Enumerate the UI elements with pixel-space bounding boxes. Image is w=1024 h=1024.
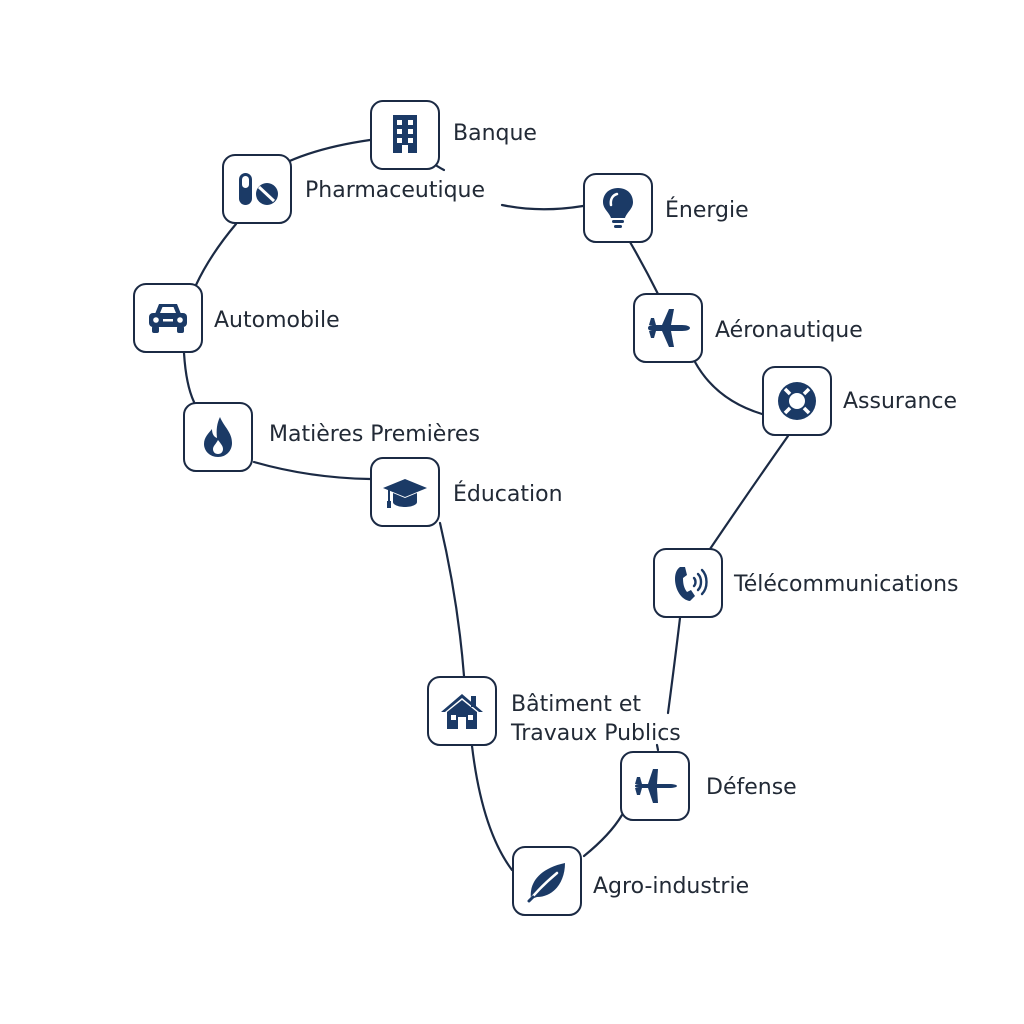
link-education-batiment <box>438 521 466 678</box>
node-assurance[interactable] <box>762 366 832 436</box>
link-batiment-agro <box>470 744 514 872</box>
label-batiment-line-2: Travaux Publics <box>511 721 681 746</box>
link-assurance-aeronautique <box>693 360 764 416</box>
node-energie[interactable] <box>583 173 653 243</box>
node-defense[interactable] <box>620 751 690 821</box>
node-education[interactable] <box>370 457 440 527</box>
phone-icon <box>675 567 708 601</box>
airplane-icon <box>648 309 690 347</box>
link-agro-defense <box>582 813 624 858</box>
lightbulb-icon <box>603 188 633 228</box>
node-agro-industrie[interactable] <box>512 846 582 916</box>
building-icon <box>393 115 417 153</box>
leaf-icon <box>527 863 565 903</box>
label-education: Éducation <box>453 482 563 507</box>
link-aeronautique-energie <box>628 240 660 296</box>
house-icon <box>441 694 483 729</box>
label-batiment-line-1: Bâtiment et <box>511 692 642 717</box>
label-assurance: Assurance <box>843 389 958 414</box>
label-pharmaceutique: Pharmaceutique <box>305 178 486 203</box>
flame-icon <box>204 417 232 457</box>
link-telecom-assurance <box>708 434 790 551</box>
node-aeronautique[interactable] <box>633 293 703 363</box>
car-icon <box>149 304 187 333</box>
label-automobile: Automobile <box>214 308 340 333</box>
link-pharmaceutique-automobile <box>194 222 238 287</box>
node-automobile[interactable] <box>133 283 203 353</box>
label-batiment: Bâtiment et Travaux Publics <box>511 690 681 748</box>
lifebuoy-icon <box>778 382 816 420</box>
link-matieres-education <box>252 460 372 481</box>
node-banque[interactable] <box>370 100 440 170</box>
graduation-cap-icon <box>383 479 427 508</box>
link-batiment-defense-tick <box>655 743 660 752</box>
pill-icon <box>239 173 278 205</box>
label-defense: Défense <box>706 775 797 800</box>
link-automobile-matieres <box>182 351 196 404</box>
fighter-jet-icon <box>635 769 677 803</box>
node-pharmaceutique[interactable] <box>222 154 292 224</box>
link-defense-telecom <box>666 616 682 715</box>
label-banque: Banque <box>453 121 537 146</box>
label-telecommunications: Télécommunications <box>734 572 959 597</box>
node-telecommunications[interactable] <box>653 548 723 618</box>
label-energie: Énergie <box>665 198 749 223</box>
label-matieres-premieres: Matières Premières <box>269 422 480 447</box>
label-agro-industrie: Agro-industrie <box>593 874 750 899</box>
node-matieres-premieres[interactable] <box>183 402 253 472</box>
label-aeronautique: Aéronautique <box>715 318 863 343</box>
link-energie-banque <box>500 203 585 211</box>
node-batiment[interactable] <box>427 676 497 746</box>
